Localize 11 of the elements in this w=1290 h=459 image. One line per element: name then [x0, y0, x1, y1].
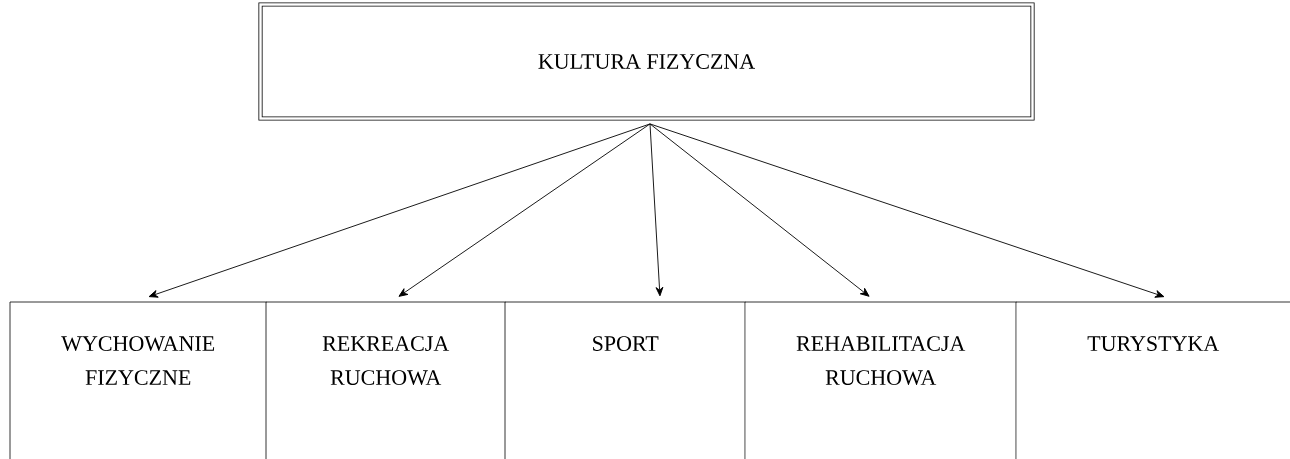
table-cell: REHABILITACJA RUCHOWA — [744, 301, 1017, 459]
arrow — [649, 123, 664, 297]
table-cell: SPORT — [504, 301, 746, 459]
arrow — [649, 123, 870, 297]
arrow — [398, 123, 651, 297]
arrow — [649, 123, 1165, 298]
table-cell: REKREACJA RUCHOWA — [265, 301, 506, 459]
title-box: KULTURA FIZYCZNA — [258, 2, 1035, 121]
table-cell: TURYSTYKA — [1015, 301, 1290, 459]
table-cell: WYCHOWANIE FIZYCZNE — [9, 301, 267, 459]
arrow — [148, 123, 651, 298]
